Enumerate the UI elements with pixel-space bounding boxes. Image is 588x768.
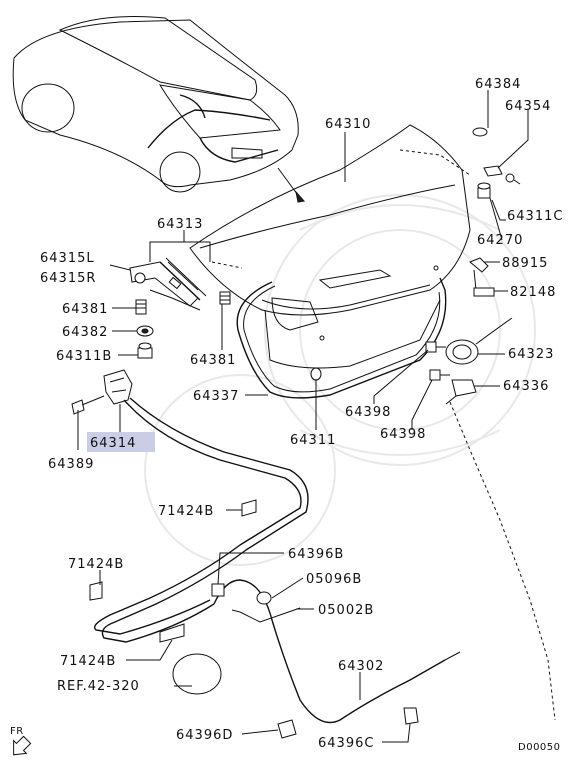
arrow-head xyxy=(295,190,305,203)
front-label: FR xyxy=(10,726,24,737)
trunk-lid xyxy=(189,124,471,369)
bolt-64389 xyxy=(71,395,105,415)
clip-64396C xyxy=(403,707,419,725)
fastener-64381-left xyxy=(135,299,147,315)
plate-71424B-a xyxy=(241,499,257,517)
clip-82148 xyxy=(473,287,495,297)
grommet-05096B xyxy=(256,591,272,605)
fuel-lid-ref xyxy=(172,653,222,695)
gas-stay xyxy=(159,257,207,301)
label-64396D[interactable]: 64396D xyxy=(176,728,233,743)
label-64270[interactable]: 64270 xyxy=(477,233,523,248)
grommet-64382 xyxy=(136,325,154,337)
label-05096B[interactable]: 05096B xyxy=(306,572,362,587)
bolt-64398-a xyxy=(425,341,446,353)
label-64381-left[interactable]: 64381 xyxy=(62,302,108,317)
plate-71424B-c xyxy=(159,623,185,643)
part-labels: 64310 64384 64354 64311C 64270 88915 821… xyxy=(40,77,563,751)
label-64311B[interactable]: 64311B xyxy=(56,349,112,364)
label-64313[interactable]: 64313 xyxy=(157,217,203,232)
label-05002B[interactable]: 05002B xyxy=(318,603,374,618)
label-71424B-c[interactable]: 71424B xyxy=(60,654,116,669)
bolt-64398-b xyxy=(429,369,450,381)
label-64384[interactable]: 64384 xyxy=(475,77,521,92)
leader-lines xyxy=(77,90,529,743)
diagram-code: D00050 xyxy=(518,742,561,753)
label-64396C[interactable]: 64396C xyxy=(318,736,374,751)
label-64382[interactable]: 64382 xyxy=(62,325,108,340)
bumper-64311C xyxy=(477,182,491,199)
label-64315R[interactable]: 64315R xyxy=(40,271,96,286)
fastener-64381-right xyxy=(219,291,231,305)
plate-71424B-b xyxy=(89,581,103,601)
watermark xyxy=(144,194,536,566)
clip-64396B xyxy=(211,583,225,597)
label-64310[interactable]: 64310 xyxy=(325,117,371,132)
label-64396B[interactable]: 64396B xyxy=(288,547,344,562)
label-64302[interactable]: 64302 xyxy=(338,659,384,674)
lock-assembly-64314 xyxy=(103,369,133,405)
switch-64336 xyxy=(445,379,477,405)
front-direction-indicator: FR xyxy=(10,726,32,756)
highlight-box-64314 xyxy=(87,432,155,452)
clip-64396D xyxy=(277,719,297,739)
car-outline-illustration xyxy=(12,16,299,193)
label-71424B-a[interactable]: 71424B xyxy=(158,504,214,519)
latch-64323 xyxy=(445,317,513,365)
cap-64384 xyxy=(472,127,488,137)
label-71424B-b[interactable]: 71424B xyxy=(68,557,124,572)
label-64315L[interactable]: 64315L xyxy=(40,251,95,266)
label-64323[interactable]: 64323 xyxy=(508,347,554,362)
label-64311[interactable]: 64311 xyxy=(290,433,336,448)
label-88915[interactable]: 88915 xyxy=(502,256,548,271)
label-64389[interactable]: 64389 xyxy=(48,457,94,472)
label-64311C[interactable]: 64311C xyxy=(507,209,563,224)
release-cables xyxy=(93,397,556,724)
hinge-assembly xyxy=(129,261,201,311)
label-64398-b[interactable]: 64398 xyxy=(380,427,426,442)
label-ref-42-320[interactable]: REF.42-320 xyxy=(57,679,140,694)
label-82148[interactable]: 82148 xyxy=(510,285,556,300)
label-64381-right[interactable]: 64381 xyxy=(190,353,236,368)
label-64354[interactable]: 64354 xyxy=(505,99,551,114)
label-64336[interactable]: 64336 xyxy=(503,379,549,394)
stopper-64311 xyxy=(310,367,322,381)
bumper-64311B xyxy=(137,342,153,359)
latch-striker-64354 xyxy=(483,165,515,183)
label-64314[interactable]: 64314 xyxy=(90,436,136,451)
label-64337[interactable]: 64337 xyxy=(193,389,239,404)
weatherstrip xyxy=(236,277,447,399)
label-64398-a[interactable]: 64398 xyxy=(345,405,391,420)
